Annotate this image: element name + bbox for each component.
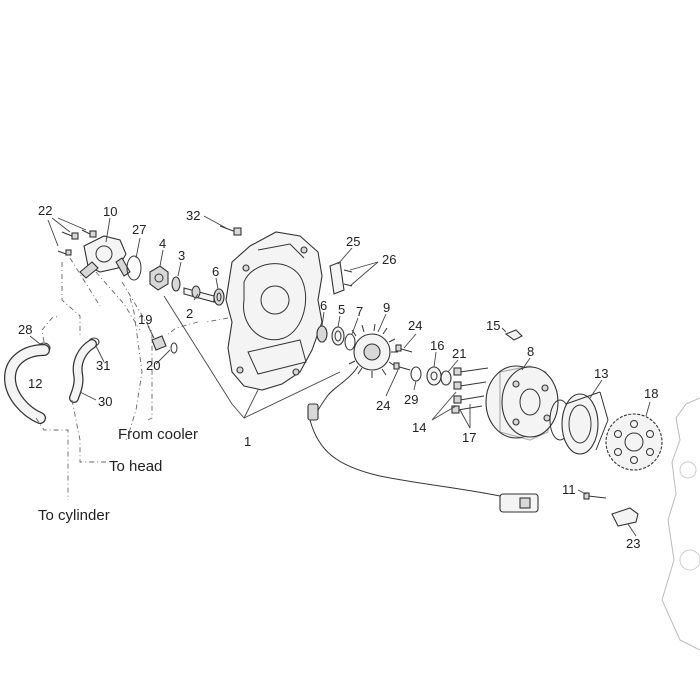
callout-22: 22 xyxy=(38,203,52,218)
callout-24-lower: 24 xyxy=(376,398,390,413)
callout-19: 19 xyxy=(138,312,152,327)
part-4-impeller xyxy=(149,265,169,291)
callout-9: 9 xyxy=(383,300,390,315)
part-16-washer xyxy=(426,366,442,386)
part-32-screw xyxy=(219,225,242,236)
stator-wiring-harness xyxy=(307,365,539,513)
callout-21: 21 xyxy=(452,346,466,361)
part-29-ring xyxy=(410,366,422,382)
callout-29: 29 xyxy=(404,392,418,407)
callout-28: 28 xyxy=(18,322,32,337)
part-1-crankcase-cover xyxy=(225,231,323,391)
part-3-seal xyxy=(171,276,181,292)
callout-3: 3 xyxy=(178,248,185,263)
callout-26: 26 xyxy=(382,252,396,267)
part-20-washer xyxy=(170,342,178,354)
part-10-pump-cover xyxy=(79,235,131,279)
part-14-17-bolts xyxy=(451,367,489,414)
part-21-washer xyxy=(440,370,452,386)
callout-32: 32 xyxy=(186,208,200,223)
callout-1: 1 xyxy=(244,434,251,449)
callout-11: 11 xyxy=(562,482,576,497)
hose-routing-lines xyxy=(35,257,229,500)
part-15-plug xyxy=(504,329,523,341)
callout-8: 8 xyxy=(527,344,534,359)
part-11-screw xyxy=(583,492,607,500)
callout-20: 20 xyxy=(146,358,160,373)
part-9-stator xyxy=(348,323,398,378)
note-to-cylinder: To cylinder xyxy=(38,507,110,524)
engine-case-outline xyxy=(661,397,700,651)
callout-25: 25 xyxy=(346,234,360,249)
part-25-bracket xyxy=(329,261,345,295)
callout-5: 5 xyxy=(338,302,345,317)
callout-31: 31 xyxy=(96,358,110,373)
part-19-plug xyxy=(151,335,167,351)
part-12-hose xyxy=(3,344,50,424)
part-24-screws xyxy=(393,344,413,371)
part-26-screws xyxy=(343,269,353,287)
part-22-screws xyxy=(57,229,97,256)
callout-2: 2 xyxy=(186,306,193,321)
callout-7: 7 xyxy=(356,304,363,319)
part-6-seal-lower xyxy=(316,325,328,343)
part-23-clip xyxy=(611,507,639,527)
part-6-seal-upper xyxy=(213,288,225,306)
callout-18: 18 xyxy=(644,386,658,401)
callout-30: 30 xyxy=(98,394,112,409)
part-13-starter-clutch xyxy=(549,391,609,455)
part-27-o-ring xyxy=(126,255,142,281)
hose-route-notes: From cooler To head To cylinder xyxy=(38,426,198,524)
callout-16: 16 xyxy=(430,338,444,353)
part-18-starter-gear xyxy=(605,413,663,471)
callout-23: 23 xyxy=(626,536,640,551)
callout-15: 15 xyxy=(486,318,500,333)
part-5-bearing xyxy=(331,326,345,346)
note-to-head: To head xyxy=(109,458,162,475)
callout-17: 17 xyxy=(462,430,476,445)
callout-12: 12 xyxy=(28,376,42,391)
callout-10: 10 xyxy=(103,204,117,219)
part-7-circlip xyxy=(344,333,356,351)
callout-27: 27 xyxy=(132,222,146,237)
callout-6-upper: 6 xyxy=(212,264,219,279)
callout-14: 14 xyxy=(412,420,426,435)
callout-13: 13 xyxy=(594,366,608,381)
callout-leaders xyxy=(29,215,651,537)
part-30-hose xyxy=(69,339,97,403)
callout-numbers: 1 2 3 4 5 6 6 7 8 9 10 11 12 13 14 15 16… xyxy=(18,203,658,551)
part-8-flywheel xyxy=(485,365,559,441)
note-from-cooler: From cooler xyxy=(118,426,198,443)
callout-6-lower: 6 xyxy=(320,298,327,313)
part-2-shaft xyxy=(183,285,215,303)
callout-4: 4 xyxy=(159,236,166,251)
callout-24-upper: 24 xyxy=(408,318,422,333)
